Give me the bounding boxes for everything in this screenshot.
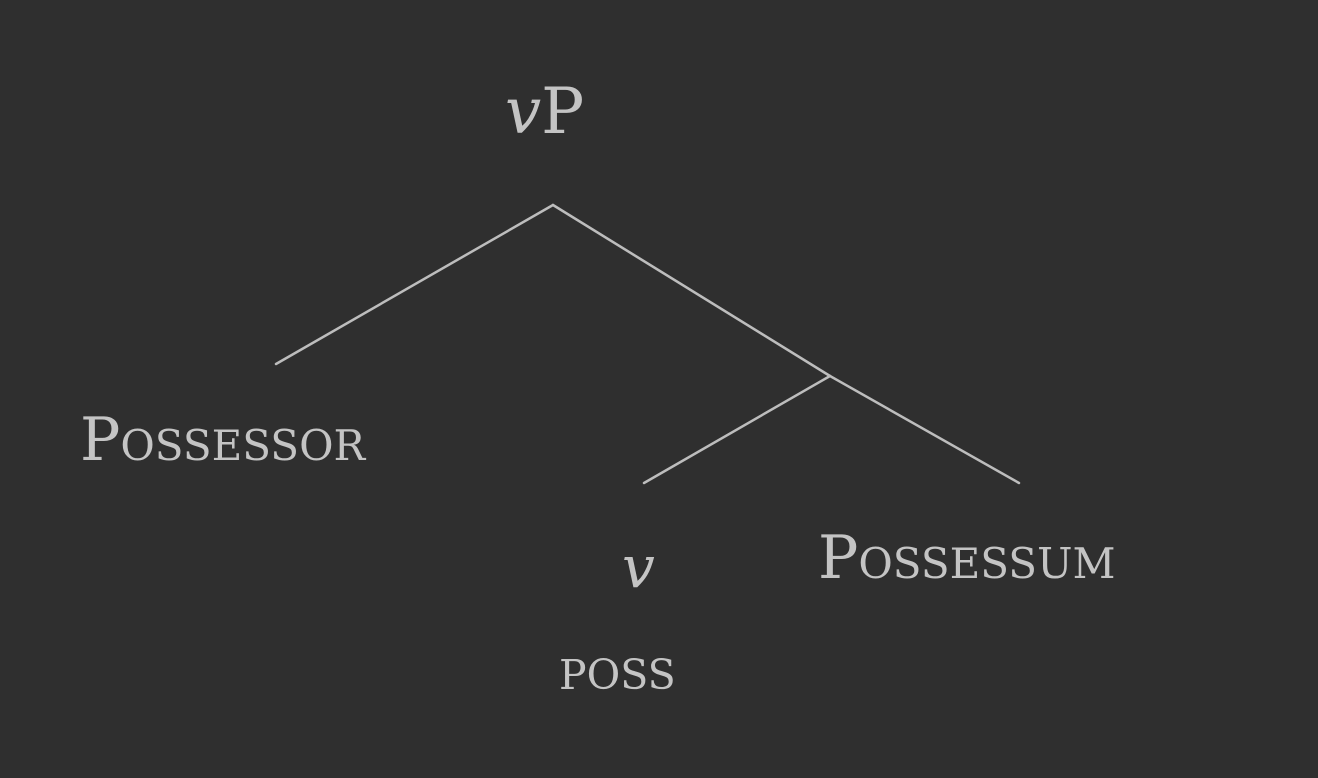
v-head-node-label: v <box>622 533 655 601</box>
root-node-label: vP <box>505 80 584 144</box>
possessum-node-label: Possessum <box>818 523 1116 593</box>
edge-inner-node-to-v <box>642 374 832 485</box>
possessor-node-label: Possessor <box>80 405 366 475</box>
edge-root-to-inner-node <box>551 203 832 378</box>
poss-gloss-label: poss <box>559 635 676 703</box>
edge-inner-node-to-possessum <box>828 374 1021 485</box>
root-node-suffix: P <box>541 75 585 149</box>
root-node-head: v <box>505 75 542 149</box>
edge-root-to-possessor <box>274 203 555 366</box>
